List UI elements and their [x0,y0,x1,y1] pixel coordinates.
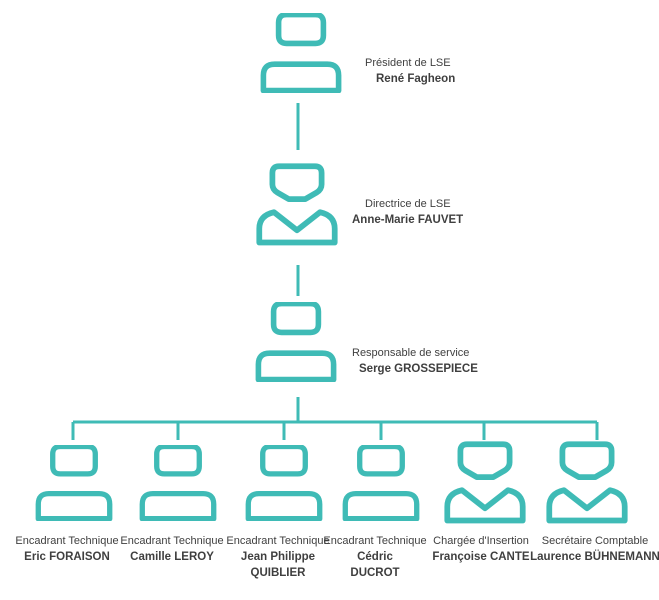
node-manager: Responsable de service Serge GROSSEPIECE [258,304,478,380]
male-person-icon [38,447,109,519]
person-name: Camille LEROY [130,551,214,563]
role-title: Président de LSE [365,57,451,69]
person-name-line-1: Jean Philippe [241,551,315,563]
person-name: René Fagheon [376,73,455,85]
male-person-icon [258,304,333,380]
node-staff-3: Encadrant Technique Jean Philippe QUIBLI… [226,447,330,579]
male-person-icon [263,15,338,91]
male-person-icon [142,447,213,519]
person-name-line-2: DUCROT [350,567,399,579]
node-director: Directrice de LSE Anne-Marie FAUVET [259,166,463,242]
node-staff-5: Chargée d'Insertion Françoise CANTE [432,444,530,563]
female-person-icon [447,444,522,520]
person-name: Serge GROSSEPIECE [359,363,478,375]
node-president: Président de LSE René Fagheon [263,15,455,91]
role-title: Encadrant Technique [323,535,426,547]
person-name-line-1: Cédric [357,551,393,563]
role-title: Encadrant Technique [15,535,118,547]
female-person-icon [259,166,334,242]
person-name: Laurence BÜHNEMANN [530,550,659,563]
female-person-icon [549,444,624,520]
person-name: Anne-Marie FAUVET [352,214,463,226]
role-title: Encadrant Technique [120,535,223,547]
male-person-icon [248,447,319,519]
node-staff-6: Secrétaire Comptable Laurence BÜHNEMANN [530,444,659,563]
node-staff-2: Encadrant Technique Camille LEROY [120,447,224,563]
role-title: Directrice de LSE [365,198,451,210]
person-name: Eric FORAISON [24,551,110,563]
node-staff-4: Encadrant Technique Cédric DUCROT [323,447,427,579]
role-title: Chargée d'Insertion [433,535,529,547]
connectors [71,103,599,440]
person-name-line-2: QUIBLIER [251,567,307,579]
role-title: Encadrant Technique [226,535,329,547]
role-title: Responsable de service [352,347,469,359]
person-name: Françoise CANTE [432,551,529,563]
male-person-icon [345,447,416,519]
role-title: Secrétaire Comptable [542,535,648,547]
node-staff-1: Encadrant Technique Eric FORAISON [15,447,119,563]
